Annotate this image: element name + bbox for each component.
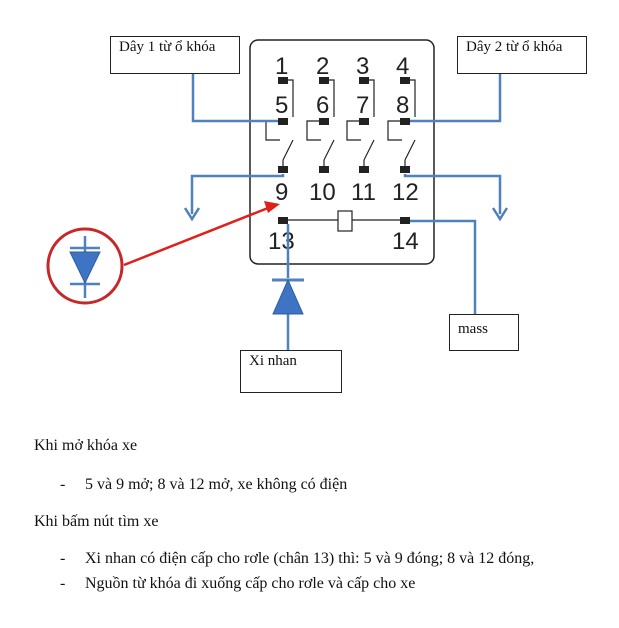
- diode-symbol: [272, 278, 304, 315]
- pin-12: 12: [392, 179, 419, 206]
- heading-unlock: Khi mở khóa xe: [34, 437, 138, 454]
- blue-wires: [190, 74, 502, 350]
- relay-contacts: [265, 79, 416, 221]
- pin-5: 5: [275, 92, 288, 119]
- relay-body: [249, 39, 435, 265]
- pin-11: 11: [351, 179, 376, 206]
- pin-13: 13: [268, 228, 295, 255]
- bullet-dash-3: -: [60, 575, 66, 592]
- diode-zoom-icon: [69, 236, 101, 298]
- output-left-arrowhead: [183, 207, 201, 222]
- pin-9: 9: [275, 179, 288, 206]
- pin-4: 4: [396, 53, 409, 80]
- pin-6: 6: [316, 92, 329, 119]
- label-mass: mass: [449, 314, 519, 351]
- pin-10: 10: [309, 179, 336, 206]
- pin-7: 7: [356, 92, 369, 119]
- pin-2: 2: [316, 53, 329, 80]
- bullet-dash-1: -: [60, 476, 66, 493]
- label-wire-1: Dây 1 từ ổ khóa: [110, 36, 240, 74]
- heading-find-car: Khi bấm nút tìm xe: [34, 513, 159, 530]
- relay-wiring-diagram: 1 2 3 4 5 6 7 8 9 10 11 12 13 14: [46, 39, 509, 350]
- output-right-arrowhead: [491, 207, 509, 222]
- pin-1: 1: [275, 53, 288, 80]
- bullet-find-car-power: Nguồn từ khóa đi xuống cấp cho rơle và c…: [85, 575, 416, 592]
- coil: [337, 210, 353, 232]
- pin-14: 14: [392, 228, 419, 255]
- pin-3: 3: [356, 53, 369, 80]
- bullet-unlock-state: 5 và 9 mở; 8 và 12 mở, xe không có điện: [85, 476, 348, 493]
- label-wire-2: Dây 2 từ ổ khóa: [457, 36, 587, 74]
- highlight-arrowhead: [264, 201, 280, 213]
- terminals-top: [278, 77, 410, 224]
- bullet-dash-2: -: [60, 550, 66, 567]
- pin-8: 8: [396, 92, 409, 119]
- highlight-arrow: [123, 206, 269, 267]
- label-turn-signal: Xi nhan: [240, 350, 342, 393]
- bullet-find-car-signal: Xi nhan có điện cấp cho rơle (chân 13) t…: [85, 550, 535, 567]
